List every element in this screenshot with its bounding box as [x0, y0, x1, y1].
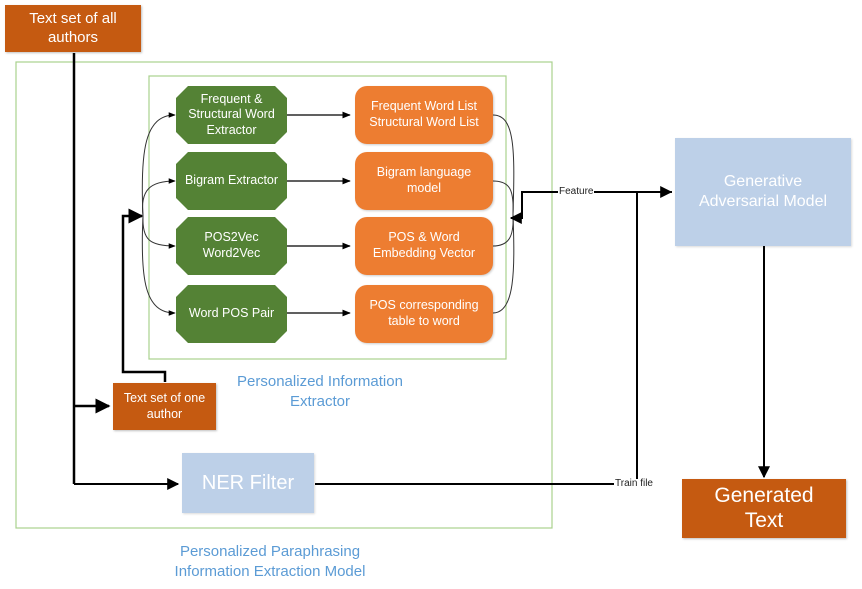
node-ner-filter: NER Filter — [182, 453, 314, 513]
inner-group-border — [148, 75, 507, 360]
node-text-set-all-authors: Text set of all authors — [5, 5, 141, 52]
edge-merge-bigram — [492, 180, 514, 215]
node-label: POS & Word Embedding Vector — [372, 230, 476, 260]
node-label: Bigram Extractor — [184, 173, 279, 188]
node-label: Word POS Pair — [188, 306, 275, 321]
node-label: Generated Text — [714, 484, 814, 532]
edge-fan-to-pos2vec — [142, 215, 176, 249]
edge-merge-embedding — [492, 213, 514, 247]
edge-fan-to-word-pos — [141, 215, 176, 316]
edge-label-feature: Feature — [558, 186, 595, 197]
node-label: Generative Adversarial Model — [698, 173, 828, 210]
node-label: Bigram language model — [376, 165, 472, 195]
edge-fan-to-frequent — [141, 112, 176, 217]
node-text-set-one-author: Text set of one author — [113, 383, 216, 430]
node-bigram-extractor: Bigram Extractor — [176, 152, 287, 210]
outer-group-caption: Personalized Paraphrasing Information Ex… — [174, 543, 366, 580]
edge-merge-frequent — [492, 114, 515, 215]
edge-one-author-to-extractor — [121, 208, 167, 382]
node-generative-adversarial-model: Generative Adversarial Model — [675, 138, 851, 246]
node-embedding-vector: POS & Word Embedding Vector — [355, 217, 493, 275]
node-label: Frequent Word List Structural Word List — [369, 99, 479, 129]
node-label: Text set of one author — [123, 390, 206, 421]
node-label: Frequent & Structural Word Extractor — [188, 91, 275, 137]
inner-group-caption: Personalized Information Extractor — [237, 373, 403, 410]
outer-group-border — [15, 61, 553, 529]
node-frequent-structural-extractor: Frequent & Structural Word Extractor — [176, 86, 287, 144]
node-frequent-word-list: Frequent Word List Structural Word List — [355, 86, 493, 144]
node-pos-table: POS corresponding table to word — [355, 285, 493, 343]
node-generated-text: Generated Text — [682, 479, 846, 538]
node-label: Text set of all authors — [29, 9, 117, 46]
node-label: NER Filter — [201, 471, 295, 494]
edge-fan-to-bigram — [141, 178, 176, 217]
node-pos2vec-word2vec: POS2Vec Word2Vec — [176, 217, 287, 275]
node-word-pos-pair: Word POS Pair — [176, 285, 287, 343]
edge-merge-table — [492, 213, 515, 314]
node-label: POS2Vec Word2Vec — [202, 230, 261, 260]
node-label: POS corresponding table to word — [369, 298, 479, 328]
node-bigram-language-model: Bigram language model — [355, 152, 493, 210]
edge-label-train-file: Train file — [614, 478, 654, 489]
